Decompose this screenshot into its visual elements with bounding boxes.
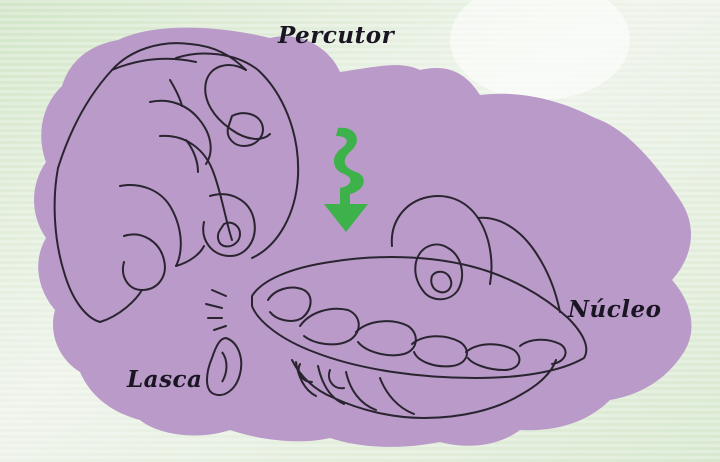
label-nucleo: Núcleo <box>568 296 661 323</box>
label-percutor: Percutor <box>278 22 394 49</box>
label-lasca: Lasca <box>127 366 202 393</box>
